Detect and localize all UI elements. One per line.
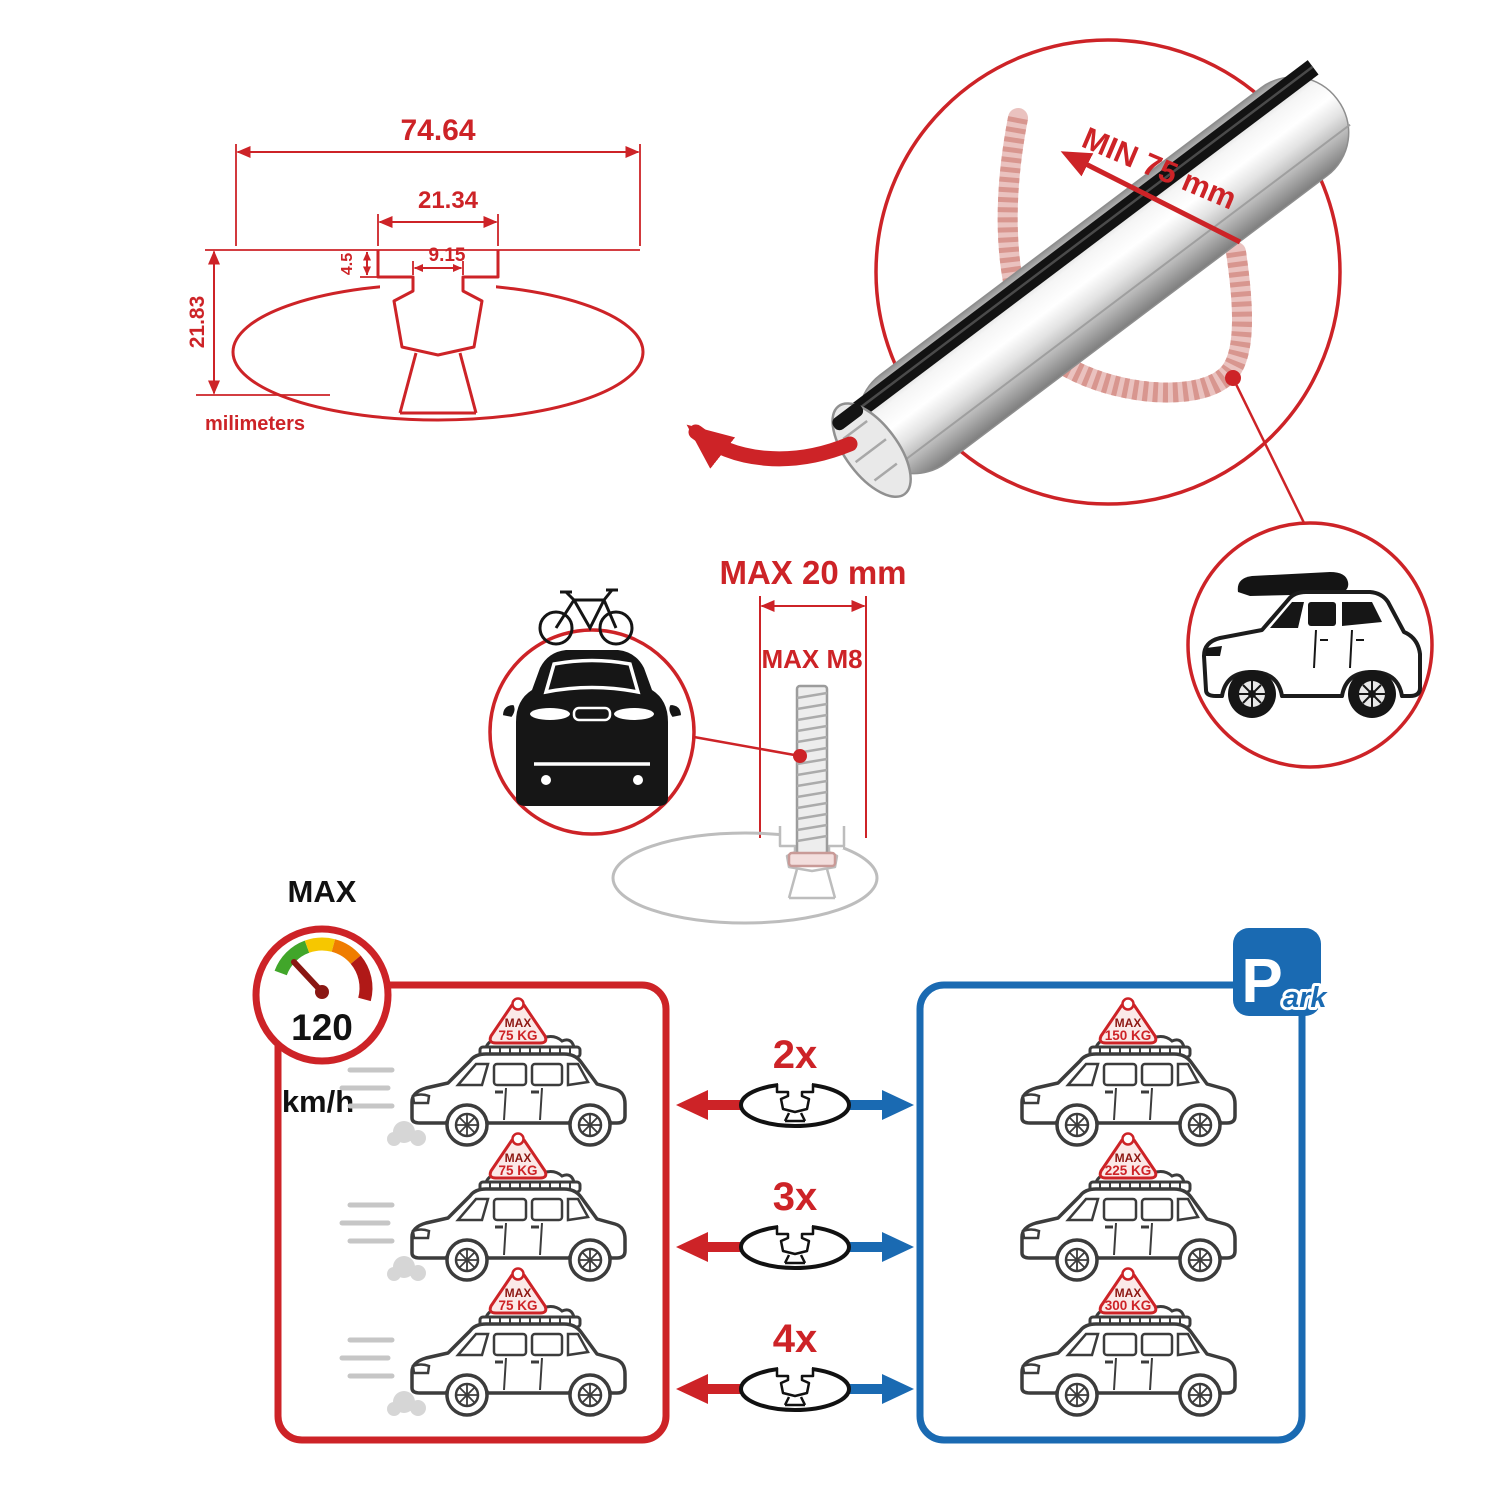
load-tag-max: MAX — [1115, 1151, 1142, 1165]
load-tag-value: 150 KG — [1105, 1028, 1152, 1043]
driving-car-row-2: MAX 75 KG — [339, 1132, 627, 1282]
parking-sign-icon: P ark — [1233, 928, 1331, 1017]
load-tag: MAX 75 KG — [488, 1267, 548, 1315]
t-slot-profile-icon — [376, 250, 500, 357]
units-label: milimeters — [205, 413, 305, 435]
car-front-icon — [500, 650, 684, 806]
load-tag: MAX 150 KG — [1098, 997, 1158, 1045]
load-tag: MAX 300 KG — [1098, 1267, 1158, 1315]
parked-car-row-3: MAX 300 KG — [1020, 1267, 1237, 1417]
load-tag-value: 225 KG — [1105, 1163, 1152, 1178]
load-tag: MAX 75 KG — [488, 1132, 548, 1180]
crossbar-detail-circle: MIN 75 mm — [831, 38, 1351, 528]
leader-line — [693, 735, 801, 758]
parked-car-row-1: MAX 150 KG — [1020, 997, 1237, 1147]
load-tag-max: MAX — [505, 1016, 532, 1030]
parking-p: P — [1241, 947, 1282, 1016]
parked-car-row-2: MAX 225 KG — [1020, 1132, 1237, 1282]
exhaust-puff-icon — [387, 1256, 426, 1281]
driving-car-row-3: MAX 75 KG — [339, 1267, 627, 1417]
multiplier-rows: 2x 3x 4x — [676, 1033, 914, 1412]
bar-cross-section-icon — [739, 1082, 851, 1128]
motion-lines-icon — [339, 1202, 395, 1244]
speed-value: 120 — [291, 1007, 353, 1048]
load-tag: MAX 225 KG — [1098, 1132, 1158, 1180]
load-tag-max: MAX — [505, 1151, 532, 1165]
exhaust-puff-icon — [387, 1391, 426, 1416]
dim-total-height-label: 21.83 — [186, 296, 209, 349]
motion-lines-icon — [339, 1067, 395, 1109]
load-tag-value: 75 KG — [498, 1163, 537, 1178]
load-tag-value: 300 KG — [1105, 1298, 1152, 1313]
suv-roofbox-icon — [1202, 572, 1422, 718]
load-tag-max: MAX — [1115, 1016, 1142, 1030]
exhaust-puff-icon — [387, 1121, 426, 1146]
load-tag-max: MAX — [1115, 1286, 1142, 1300]
callout-dot — [1225, 370, 1241, 386]
bolt-spec-diagram: MAX 20 mm MAX M8 — [488, 554, 907, 925]
bike-icon — [538, 588, 634, 646]
car-front-bike-circle — [488, 588, 696, 836]
load-tag-max: MAX — [505, 1286, 532, 1300]
multiplier-label-3x: 3x — [773, 1175, 818, 1219]
min-75-arrow-icon — [1060, 151, 1242, 245]
multiplier-label-2x: 2x — [773, 1033, 818, 1077]
dim-lip-depth-label: 4.5 — [339, 253, 356, 275]
motion-lines-icon — [339, 1337, 395, 1379]
profile-dimensions-diagram: 74.64 21.34 9.15 4.5 21.83 milimeters — [186, 114, 645, 435]
dim-total-width-label: 74.64 — [400, 114, 475, 147]
parking-ark: ark — [1283, 982, 1328, 1014]
bar-cross-section-icon — [739, 1366, 851, 1412]
detail-arrow-icon — [686, 424, 858, 469]
load-tag-value: 75 KG — [498, 1028, 537, 1043]
roofbox-suv-circle — [1186, 521, 1434, 769]
dim-slot-inner-label: 9.15 — [429, 245, 466, 266]
speed-max-label: MAX — [288, 874, 357, 909]
rail-cross-section-gray-icon — [611, 826, 879, 925]
max-thickness-label: MAX 20 mm — [719, 554, 906, 591]
load-tag-value: 75 KG — [498, 1298, 537, 1313]
load-tag: MAX 75 KG — [488, 997, 548, 1045]
t-bolt-icon — [787, 684, 837, 868]
multiplier-label-4x: 4x — [773, 1317, 818, 1361]
driving-car-row-1: MAX 75 KG — [339, 997, 627, 1147]
crossbar-icon — [831, 60, 1351, 499]
leader-line — [1231, 377, 1308, 528]
callout-dot — [793, 749, 807, 763]
clamp-icon — [997, 108, 1252, 403]
bar-cross-section-icon — [739, 1224, 851, 1270]
dim-slot-outer-label: 21.34 — [418, 187, 479, 214]
max-bolt-label: MAX M8 — [761, 644, 862, 674]
